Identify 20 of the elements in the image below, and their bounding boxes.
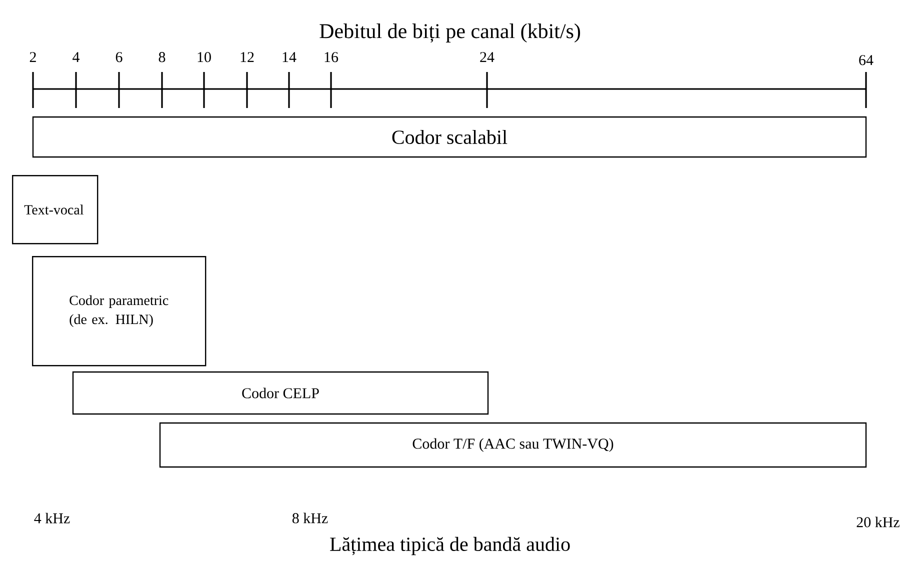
axis-title: Debitul de biți pe canal (kbit/s) — [320, 23, 580, 43]
tick-label: 2 — [30, 52, 36, 62]
coder-box: Codor CELP — [72, 371, 489, 415]
tick-label: 16 — [324, 52, 338, 62]
coder-box: Text-vocal — [12, 175, 98, 244]
bandwidth-label: 4 kHz — [34, 512, 70, 524]
bandwidth-label: 8 kHz — [292, 512, 328, 524]
tick-label: 6 — [116, 52, 122, 62]
axis-title: Lățimea tipică de bandă audio — [330, 536, 570, 556]
tick-label: 4 — [72, 52, 80, 62]
tick-label: 10 — [198, 52, 211, 62]
coder-box: Codor scalabil — [32, 116, 867, 158]
coder-box: Codor parametric (de ex. HILN) — [32, 256, 206, 366]
tick-label: 64 — [859, 55, 874, 66]
tick-label: 12 — [240, 52, 254, 62]
coder-box: Codor T/F (AAC sau TWIN-VQ) — [159, 422, 867, 468]
tick-label: 8 — [158, 52, 166, 62]
bandwidth-label: 20 kHz — [856, 516, 900, 528]
tick-label: 24 — [480, 52, 494, 62]
tick-label: 14 — [282, 52, 296, 62]
